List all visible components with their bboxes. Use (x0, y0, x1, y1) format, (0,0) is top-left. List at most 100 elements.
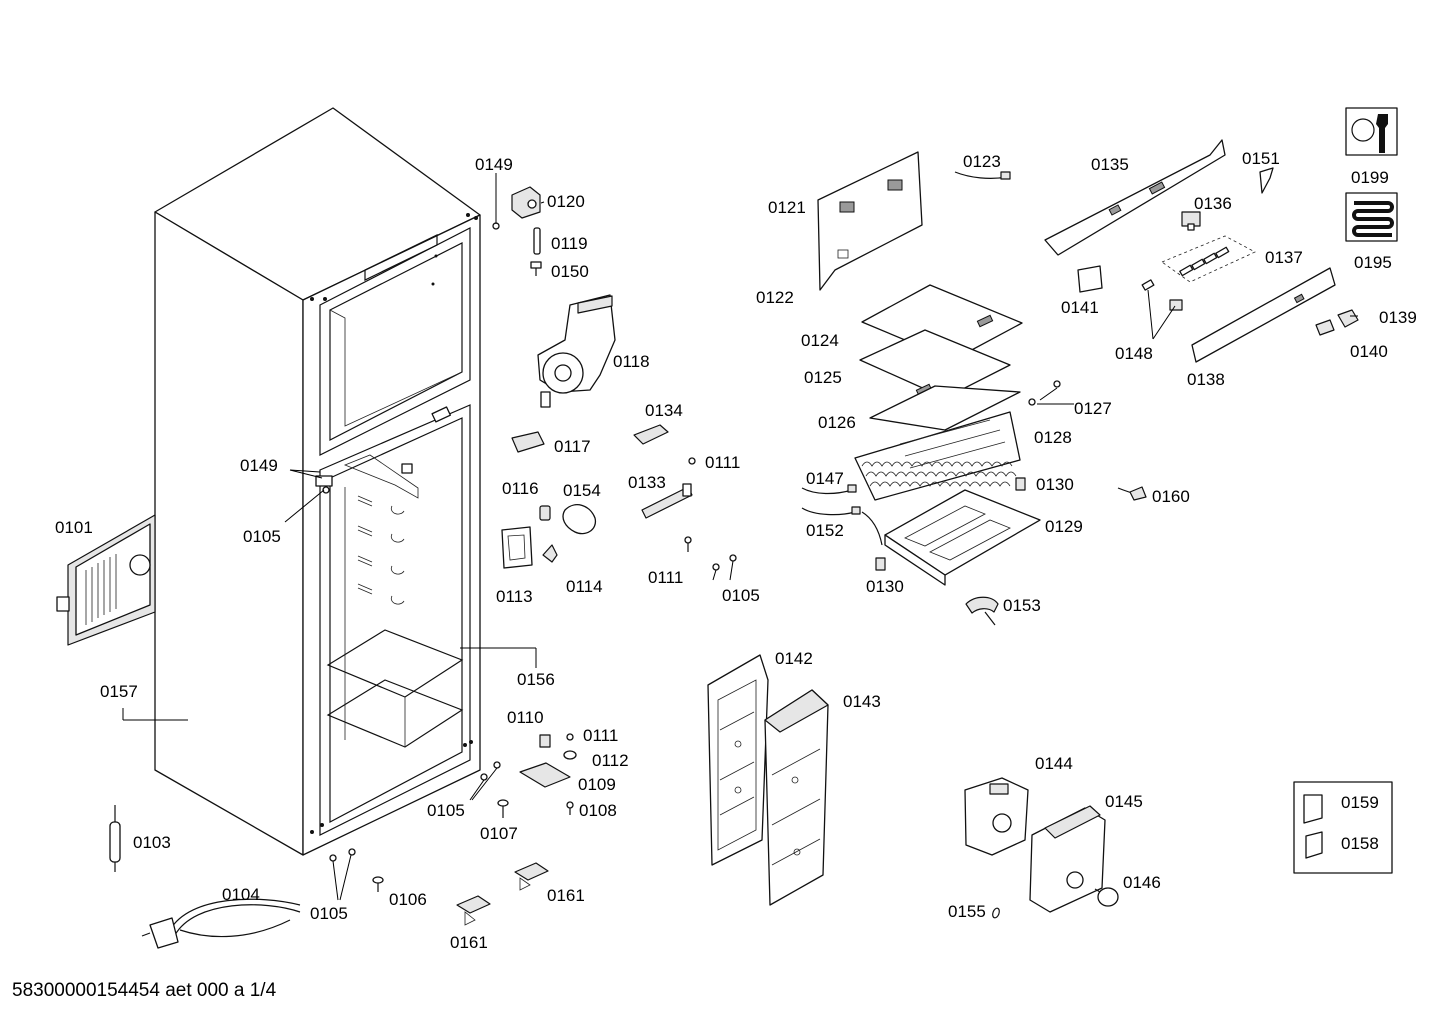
label-0114: 0114 (566, 577, 603, 596)
label-0124: 0124 (801, 331, 839, 350)
label-0105-bottom: 0105 (310, 904, 348, 923)
part-0103-drawing (109, 805, 121, 872)
label-0130-upper: 0130 (1036, 475, 1074, 494)
part-0161-drawing (456, 862, 549, 926)
part-0133-drawing (641, 483, 693, 519)
label-0110: 0110 (507, 708, 544, 727)
part-0155-drawing (992, 907, 1000, 919)
label-0160: 0160 (1152, 487, 1190, 506)
part-0135-drawing (1044, 139, 1226, 256)
label-0199: 0199 (1351, 168, 1389, 187)
label-0155: 0155 (948, 902, 986, 921)
label-0149-top: 0149 (475, 155, 513, 174)
label-0106: 0106 (389, 890, 427, 909)
label-0158: 0158 (1341, 834, 1379, 853)
label-0103: 0103 (133, 833, 171, 852)
label-0141: 0141 (1061, 298, 1099, 317)
part-0151-drawing (1259, 167, 1274, 194)
label-0129: 0129 (1045, 517, 1083, 536)
label-0104: 0104 (222, 885, 260, 904)
part-0112-drawing (563, 750, 577, 760)
label-0138: 0138 (1187, 370, 1225, 389)
label-0123: 0123 (963, 152, 1001, 171)
part-0154-drawing (562, 504, 597, 535)
label-0151: 0151 (1242, 149, 1280, 168)
part-0108-drawing (566, 801, 574, 815)
part-0153-drawing (965, 596, 999, 626)
label-0146: 0146 (1123, 873, 1161, 892)
label-0101: 0101 (55, 518, 93, 537)
part-0145-drawing (1029, 805, 1106, 913)
part-0111-bottom-drawing (566, 733, 574, 741)
label-0111-bottom: 0111 (583, 726, 618, 745)
part-0111-upper-drawing (688, 457, 696, 465)
part-0126-drawing (869, 385, 1021, 431)
label-0120: 0120 (547, 192, 585, 211)
label-0195: 0195 (1354, 253, 1392, 272)
part-0105-washers-drawing (322, 486, 737, 862)
part-0130-lower-drawing (875, 557, 886, 571)
cabinet-drawing (154, 107, 481, 856)
label-0145: 0145 (1105, 792, 1143, 811)
label-0127: 0127 (1074, 399, 1112, 418)
label-0116: 0116 (502, 479, 539, 498)
label-0111-lower: 0111 (648, 568, 683, 587)
part-labels: 0149 0120 0119 0150 0118 0117 0116 0154 … (55, 149, 1417, 952)
label-0136: 0136 (1194, 194, 1232, 213)
part-0114-drawing (542, 544, 558, 563)
part-0142-drawing (707, 654, 769, 866)
label-0105-lower: 0105 (427, 801, 465, 820)
label-0126: 0126 (818, 413, 856, 432)
label-0113: 0113 (496, 587, 533, 606)
part-0118-drawing (537, 294, 616, 408)
part-0134-drawing (633, 424, 669, 445)
part-0107-drawing (497, 799, 509, 818)
part-0160-drawing (1117, 486, 1147, 501)
label-0139: 0139 (1379, 308, 1417, 327)
part-0148-drawing (1141, 279, 1183, 311)
part-0152-drawing (801, 506, 861, 516)
part-0113-drawing (501, 526, 533, 569)
label-0107: 0107 (480, 824, 518, 843)
part-0138-drawing (1191, 267, 1336, 363)
label-0149-cabinet: 0149 (240, 456, 278, 475)
label-0133: 0133 (628, 473, 666, 492)
label-0161-right: 0161 (547, 886, 585, 905)
label-0154: 0154 (563, 481, 601, 500)
label-0147: 0147 (806, 469, 844, 488)
label-0119: 0119 (551, 234, 588, 253)
part-0144-drawing (964, 777, 1029, 856)
label-0143: 0143 (843, 692, 881, 711)
legend-box-0158-0159 (1293, 781, 1393, 874)
part-0128-drawing (854, 411, 1021, 501)
part-0130-upper-drawing (1015, 477, 1026, 491)
label-0134: 0134 (645, 401, 683, 420)
label-0108: 0108 (579, 801, 617, 820)
part-0106-drawing (372, 876, 384, 892)
part-0119-drawing (533, 227, 541, 255)
part-0141-drawing (1077, 265, 1103, 293)
label-0150: 0150 (551, 262, 589, 281)
label-0125: 0125 (804, 368, 842, 387)
part-0116-drawing (539, 505, 551, 521)
part-0146-drawing (1094, 887, 1119, 907)
label-0144: 0144 (1035, 754, 1073, 773)
label-0140: 0140 (1350, 342, 1388, 361)
label-0156: 0156 (517, 670, 555, 689)
part-0137-drawing (1161, 235, 1256, 283)
part-0136-drawing (1181, 211, 1201, 231)
label-0118: 0118 (613, 352, 650, 371)
document-id-footer: 58300000154454 aet 000 a 1/4 (12, 980, 277, 1001)
part-0104-drawing (141, 898, 301, 949)
tool-symbol-0199 (1345, 107, 1398, 156)
part-0121-drawing (817, 151, 923, 291)
label-0135: 0135 (1091, 155, 1129, 174)
part-0120-drawing (511, 186, 541, 219)
label-0105-mid: 0105 (722, 586, 760, 605)
part-0139-drawing (1337, 309, 1359, 328)
label-0122: 0122 (756, 288, 794, 307)
part-0129-drawing (861, 489, 1041, 586)
part-0101-drawing (56, 514, 156, 646)
part-0109-drawing (519, 762, 571, 788)
